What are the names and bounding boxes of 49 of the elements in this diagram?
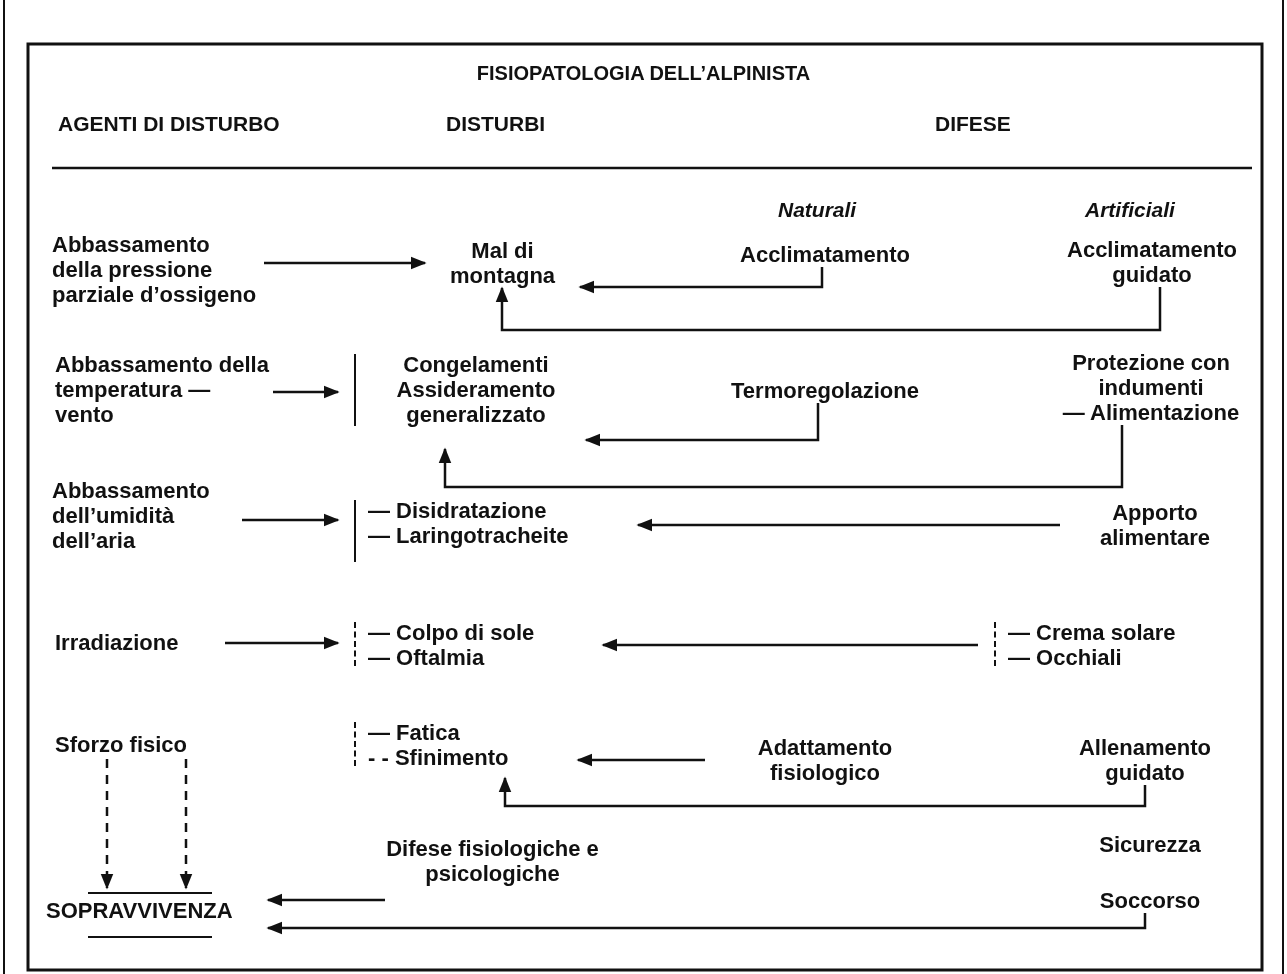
- disorder-label: Mal di montagna: [425, 238, 580, 288]
- arrow: [438, 425, 1124, 489]
- subheading: Artificiali: [1085, 198, 1175, 222]
- arrow: [578, 267, 824, 294]
- artificial-defense-label: Sicurezza: [1060, 832, 1240, 857]
- dashed-arrow: [100, 759, 114, 890]
- artificial-defense-label: — Occhiali: [1008, 645, 1123, 670]
- dashed-arrow: [179, 759, 193, 890]
- natural-defense-label: Adattamento fisiologico: [705, 735, 945, 785]
- disorder-label: — Laringotracheite: [368, 523, 570, 548]
- arrow: [264, 256, 427, 270]
- defense-label: Difese fisiologiche e psicologiche: [385, 836, 600, 886]
- arrow: [266, 913, 1147, 935]
- disorder-label: - - Sfinimento: [368, 745, 510, 770]
- arrow: [225, 636, 340, 650]
- disorder-label: — Disidratazione: [368, 498, 548, 523]
- arrow: [576, 753, 705, 767]
- arrow: [636, 518, 1060, 532]
- artificial-defense-label: — Crema solare: [1008, 620, 1177, 645]
- agent-label: Sforzo fisico: [55, 732, 225, 757]
- disorder-label: — Fatica: [368, 720, 461, 745]
- subheading: Naturali: [778, 198, 857, 222]
- artificial-defense-label: — Alimentazione: [1061, 400, 1241, 425]
- artificial-defense-label: Soccorso: [1060, 888, 1240, 913]
- column-heading: DISTURBI: [446, 112, 546, 136]
- artificial-defense-label: Apporto alimentare: [1060, 500, 1250, 550]
- agent-label: Irradiazione: [55, 630, 225, 655]
- disorder-label: Congelamenti Assideramento generalizzato: [395, 352, 557, 427]
- column-heading: DIFESE: [935, 112, 1011, 136]
- natural-defense-label: Acclimatamento: [715, 242, 935, 267]
- arrow: [266, 893, 385, 907]
- arrow: [495, 286, 1162, 332]
- disorder-label: — Oftalmia: [368, 645, 486, 670]
- natural-defense-label: Termoregolazione: [705, 378, 945, 403]
- arrow: [242, 513, 340, 527]
- diagram-title: FISIOPATOLOGIA DELL’ALPINISTA: [475, 62, 812, 85]
- disorder-label: — Colpo di sole: [368, 620, 536, 645]
- artificial-defense-label: Acclimatamento guidato: [1042, 237, 1262, 287]
- arrow: [498, 776, 1147, 808]
- agent-label: Abbassamento dell’umidità dell’aria: [52, 478, 242, 553]
- outcome-label: SOPRAVVIVENZA: [46, 888, 268, 923]
- arrow: [584, 403, 820, 447]
- artificial-defense-label: Protezione con indumenti: [1071, 350, 1231, 400]
- artificial-defense-label: Allenamento guidato: [1050, 735, 1240, 785]
- agent-label: Abbassamento della pressione parziale d’ossigeno: [52, 232, 264, 307]
- agent-label: Abbassamento della temperatura — vento: [55, 352, 273, 427]
- arrow: [601, 638, 978, 652]
- column-heading: AGENTI DI DISTURBO: [58, 112, 280, 136]
- arrow: [273, 385, 340, 399]
